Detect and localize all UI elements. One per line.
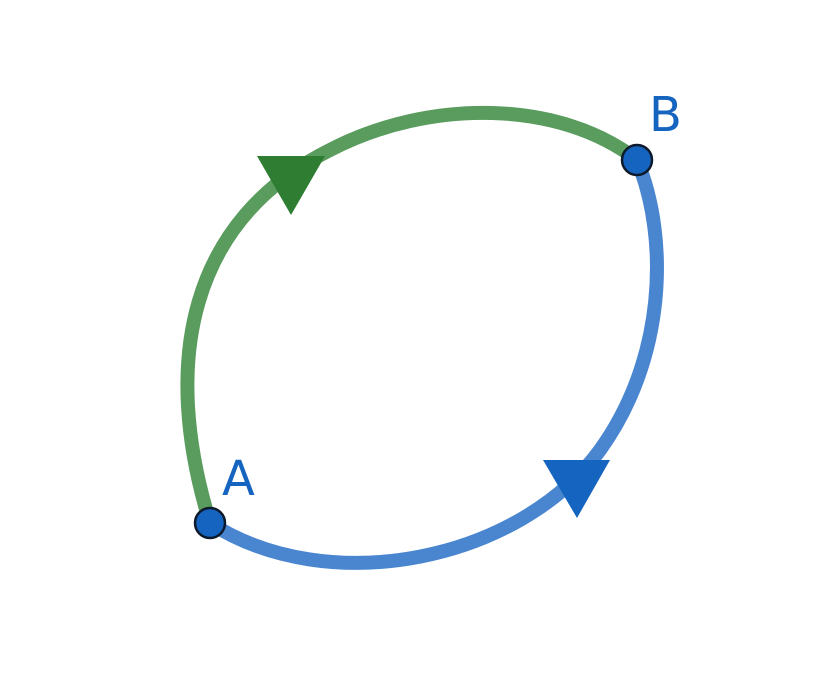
point-b bbox=[620, 143, 654, 177]
arrow-lower-icon bbox=[543, 460, 610, 518]
path-a-to-b-upper bbox=[180, 105, 644, 530]
point-a bbox=[193, 506, 227, 540]
point-b-label: B bbox=[649, 87, 682, 143]
path-b-to-a-lower bbox=[203, 153, 664, 570]
arrow-upper-icon bbox=[257, 156, 325, 215]
point-a-label: A bbox=[222, 451, 255, 507]
